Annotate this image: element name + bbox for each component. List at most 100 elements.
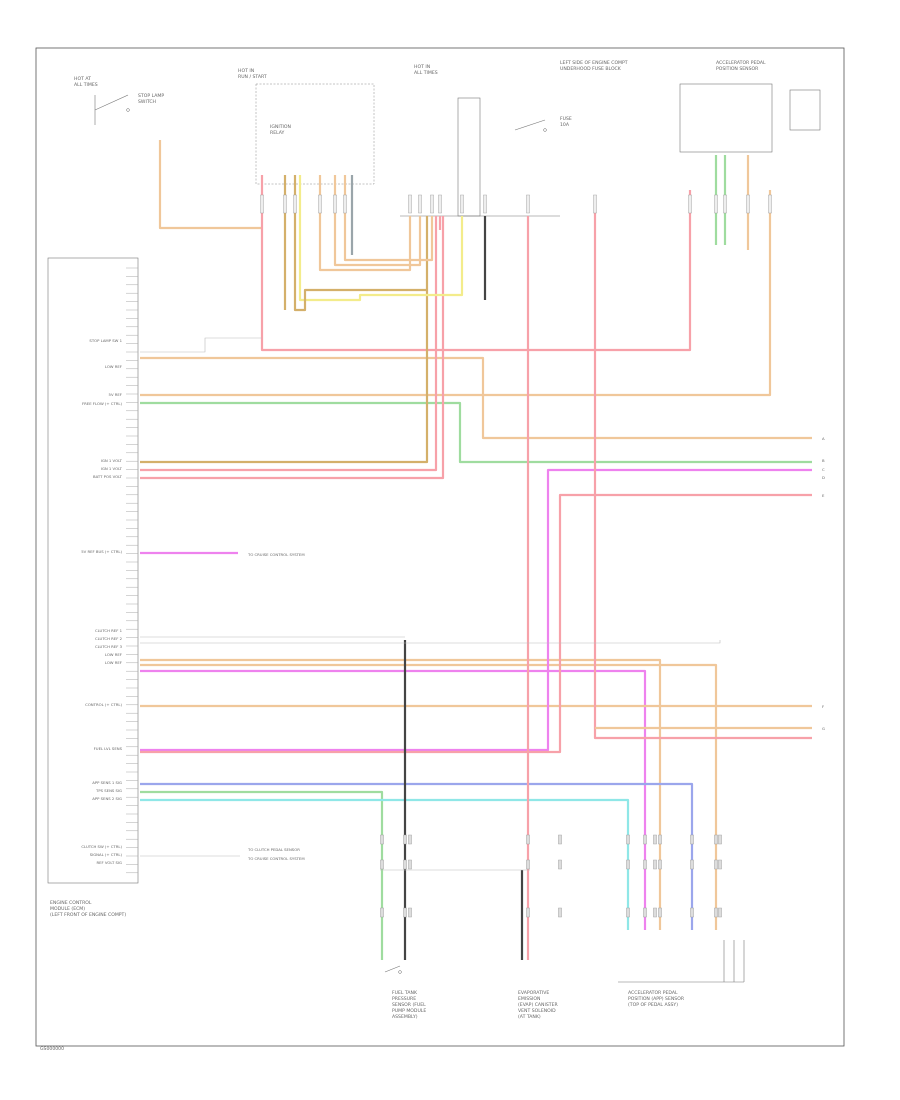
wire-connector [626, 859, 630, 870]
pedal-sensor-block: ACCELERATOR PEDAL POSITION SENSOR [679, 60, 821, 153]
wire-connector [526, 834, 530, 845]
wire-connector [418, 194, 422, 214]
right-edge-ref: A [822, 436, 825, 441]
ecm-title: ENGINE CONTROL MODULE (ECM) (LEFT FRONT … [50, 900, 126, 918]
wire-magenta [140, 468, 812, 752]
ecm-module-box [47, 257, 139, 884]
wire-connector [688, 194, 692, 214]
wire-connector [380, 907, 384, 918]
right-edge-ref: D [822, 475, 825, 480]
ecm-pin-label: APP SENS 2 SIG [92, 796, 122, 801]
wire-connector [718, 859, 722, 870]
evap-label-3: (EVAP) CANISTER [518, 1002, 558, 1008]
wire-tan [318, 175, 412, 272]
wire-connector [483, 194, 487, 214]
switch-hot-label-2: ALL TIMES [74, 82, 98, 88]
wire-connector [653, 834, 657, 845]
fuel-pump-label-1: FUEL TANK [392, 990, 418, 996]
wire-connector [380, 859, 384, 870]
ecm-pin-label: FUEL LVL SENS [94, 746, 123, 751]
wire-connector [380, 834, 384, 845]
fuel-pump-label-3: SENSOR (FUEL [392, 1002, 426, 1008]
fuse-hot-label-1: HOT IN [414, 64, 430, 70]
wire-tan [140, 356, 812, 440]
wire-connector [626, 834, 630, 845]
wire-connector [653, 907, 657, 918]
ecm-pin-label: REF VOLT SIG [96, 860, 122, 865]
switch-label-2: SWITCH [138, 99, 156, 105]
wire-connector [526, 907, 530, 918]
inline-notes: TO CRUISE CONTROL SYSTEM TO CLUTCH PEDAL… [247, 552, 305, 861]
fuse-block-label-2: UNDERHOOD FUSE BLOCK [560, 66, 622, 72]
wire-connector [460, 194, 464, 214]
fuel-pump-label-5: ASSEMBLY) [392, 1014, 418, 1020]
wire-connector [438, 194, 442, 214]
evap-label-5: (AT TANK) [518, 1014, 541, 1020]
app-label-2: POSITION (APP) SENSOR [628, 996, 685, 1002]
wire-pink [140, 216, 445, 480]
wire-connector [718, 907, 722, 918]
wire-pink [140, 493, 812, 754]
pedal-label-2: POSITION SENSOR [716, 66, 759, 72]
wire-connector [293, 194, 297, 214]
wire-connector [526, 194, 530, 214]
wire-connector [718, 834, 722, 845]
relay-hot-label-1: HOT IN [238, 68, 254, 74]
fuse-hot-label-2: ALL TIMES [414, 70, 438, 76]
switch-label-1: STOP LAMP [138, 93, 164, 99]
right-edge-ref: E [822, 493, 825, 498]
fuse-block-label-1: LEFT SIDE OF ENGINE COMPT [560, 60, 628, 66]
ecm-pin-label: SIGNAL (+ CTRL) [90, 852, 123, 857]
fuel-tank-pressure-sensor: FUEL TANK PRESSURE SENSOR (FUEL PUMP MOD… [384, 965, 426, 1020]
ecm-pin-label: CLUTCH REF 3 [95, 644, 123, 649]
wire-tan [333, 175, 422, 267]
wire-connector [714, 859, 718, 870]
wire-connector [408, 859, 412, 870]
fuse-label-2: 10A [560, 122, 570, 128]
wire-tan_dark [140, 216, 429, 464]
ecm-pin-label: CLUTCH SW (+ CTRL) [81, 844, 122, 849]
wire-connector [260, 194, 264, 214]
fuel-pump-label-2: PRESSURE [392, 996, 416, 1002]
switch-hot-label-1: HOT AT [74, 76, 91, 82]
ecm-pin-ticks [126, 267, 138, 874]
relay-label-2: RELAY [270, 130, 285, 136]
right-edge-ref: G [822, 726, 825, 731]
wire-connector [690, 907, 694, 918]
right-edge-ref: B [822, 458, 825, 463]
ecm-pin-label: CONTROL (+ CTRL) [85, 702, 122, 707]
wire-connector [558, 907, 562, 918]
wire-cyan [140, 798, 630, 930]
footer-code: GS000000 [40, 1046, 64, 1052]
app-label-3: (TOP OF PEDAL ASSY) [628, 1002, 678, 1008]
ecm-title-line-1: ENGINE CONTROL [50, 900, 92, 906]
wire-connector [408, 834, 412, 845]
wire-yellow [298, 175, 464, 302]
wire-connector [714, 907, 718, 918]
wire-connector [283, 194, 287, 214]
evap-vent-solenoid: EVAPORATIVE EMISSION (EVAP) CANISTER VEN… [518, 990, 558, 1020]
right-edge-ref: F [822, 704, 824, 709]
wire-pink [260, 175, 692, 352]
relay-block: HOT IN RUN / START IGNITION RELAY [238, 68, 375, 185]
wire-connector [558, 834, 562, 845]
ecm-pin-label: CLUTCH REF 2 [95, 636, 123, 641]
wire-connector [643, 834, 647, 845]
ecm-pin-label: BATT POS VOLT [93, 474, 123, 479]
right-edge-ref: C [822, 467, 825, 472]
wire-connector [643, 907, 647, 918]
ecm-pin-label: LOW REF [105, 660, 122, 665]
wire-tan [140, 658, 662, 930]
app-label-1: ACCELERATOR PEDAL [628, 990, 678, 996]
wire-connector [658, 907, 662, 918]
right-edge-references: A BCD E F G [822, 436, 825, 731]
diagram-frame [35, 47, 845, 1047]
ecm-pin-label: CLUTCH REF 1 [95, 628, 123, 633]
ecm-pin-label: APP SENS 1 SIG [92, 780, 122, 785]
wire-connector [690, 859, 694, 870]
inline-note-cruise-2: TO CRUISE CONTROL SYSTEM [247, 856, 305, 861]
evap-label-4: VENT SOLENOID [518, 1008, 556, 1014]
fuel-pump-label-4: PUMP MODULE [392, 1008, 426, 1014]
